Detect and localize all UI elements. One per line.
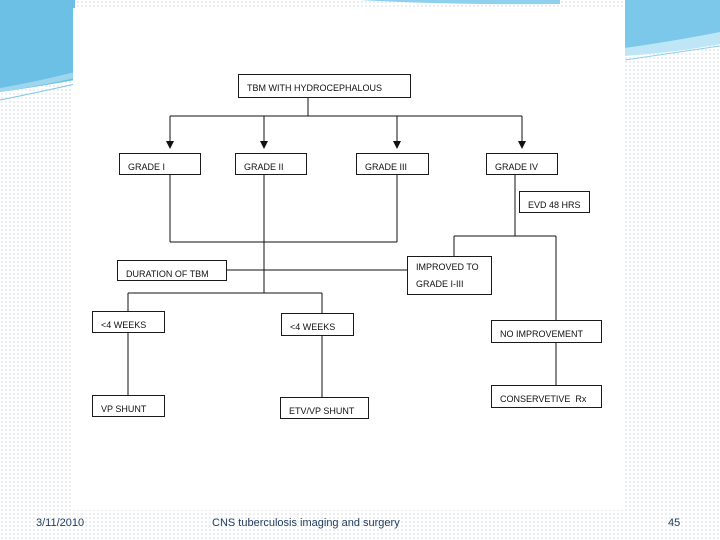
- conservative-label: CONSERVETIVE Rx: [500, 394, 587, 404]
- improved-node: IMPROVED TO GRADE I-III: [407, 256, 492, 295]
- improved-label: IMPROVED TO GRADE I-III: [416, 262, 479, 289]
- vp-shunt-label: VP SHUNT: [101, 404, 147, 414]
- duration-label: DURATION OF TBM: [126, 269, 209, 279]
- duration-node: DURATION OF TBM: [117, 260, 227, 281]
- evd-node: EVD 48 HRS: [519, 191, 590, 213]
- grade-4-node: GRADE IV: [486, 153, 558, 175]
- root-node-label: TBM WITH HYDROCEPHALOUS: [247, 83, 383, 93]
- header-swoosh-decoration: [0, 0, 720, 101]
- grade-1-label: GRADE I: [128, 162, 166, 172]
- grade-2-node: GRADE II: [235, 153, 307, 175]
- grade-3-label: GRADE III: [365, 162, 408, 172]
- etv-vp-shunt-node: ETV/VP SHUNT: [280, 397, 369, 419]
- weeks-right-label: <4 WEEKS: [290, 322, 336, 332]
- weeks-right-node: <4 WEEKS: [281, 313, 354, 336]
- grade-2-label: GRADE II: [244, 162, 284, 172]
- footer-date: 3/11/2010: [36, 517, 85, 529]
- weeks-left-label: <4 WEEKS: [101, 320, 147, 330]
- weeks-left-node: <4 WEEKS: [92, 311, 165, 333]
- no-improvement-node: NO IMPROVEMENT: [491, 320, 602, 343]
- vp-shunt-node: VP SHUNT: [92, 395, 165, 417]
- footer-page-number: 45: [668, 517, 681, 529]
- no-improvement-label: NO IMPROVEMENT: [500, 329, 584, 339]
- grade-3-node: GRADE III: [356, 153, 429, 175]
- grade-1-node: GRADE I: [119, 153, 201, 175]
- root-node: TBM WITH HYDROCEPHALOUS: [238, 74, 411, 98]
- evd-label: EVD 48 HRS: [528, 200, 581, 210]
- etv-vp-shunt-label: ETV/VP SHUNT: [289, 406, 355, 416]
- grade-4-label: GRADE IV: [495, 162, 539, 172]
- footer-title: CNS tuberculosis imaging and surgery: [212, 517, 400, 529]
- conservative-node: CONSERVETIVE Rx: [491, 385, 602, 408]
